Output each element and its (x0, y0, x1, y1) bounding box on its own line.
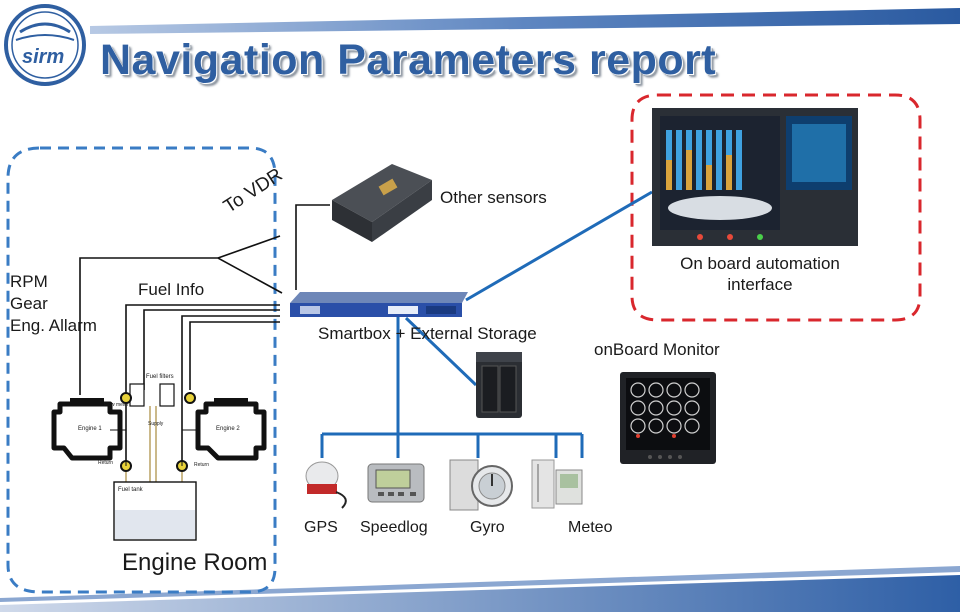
engine-room-title: Engine Room (122, 549, 268, 576)
engine1-icon (51, 398, 123, 461)
speedlog-device (367, 463, 425, 503)
engine2-label: Engine 2 (216, 426, 240, 432)
rpm-label: RPM (10, 272, 48, 291)
flow-meter-label: Flow meter (104, 402, 129, 408)
engine-wires (79, 204, 330, 465)
automation-interface-image (652, 108, 858, 246)
automation-boundary (630, 93, 922, 322)
other-sensors-device (332, 164, 432, 242)
engine1-label: Engine 1 (78, 426, 102, 432)
supply-label: Supply (148, 421, 164, 427)
engine-room-boundary (6, 146, 277, 594)
logo-text: sirm (22, 46, 65, 68)
meteo-label: Meteo (568, 519, 613, 536)
data-connectors (320, 190, 653, 458)
fuel-info-label: Fuel Info (138, 280, 205, 299)
gyro-device (449, 459, 513, 511)
smartbox-label: Smartbox + External Storage (318, 324, 537, 343)
onboard-monitor-device (620, 372, 716, 464)
onboard-monitor-label: onBoard Monitor (594, 340, 720, 359)
smartbox-device (290, 292, 468, 317)
external-storage-device (476, 352, 522, 418)
gear-label: Gear (10, 294, 48, 313)
return-right-label: Return (194, 462, 210, 468)
footer-band (0, 575, 960, 612)
fuel-filters-label: Fuel filters (146, 374, 174, 380)
gps-antenna (305, 461, 347, 509)
eng-allarm-label: Eng. Allarm (10, 316, 97, 335)
gyro-label: Gyro (470, 519, 505, 536)
header-band (90, 8, 960, 34)
fuel-tank-label: Fuel tank (118, 487, 143, 493)
automation-label: On board automation interface (680, 254, 840, 294)
meteo-device (531, 459, 583, 509)
engine2-icon (195, 398, 267, 461)
return-left-label: Return (98, 460, 114, 466)
other-sensors-label: Other sensors (440, 188, 547, 207)
speedlog-label: Speedlog (360, 519, 428, 536)
gps-label: GPS (304, 519, 338, 536)
page-title: Navigation Parameters report (100, 36, 717, 84)
engine-room-schematic (51, 383, 267, 541)
sirm-logo (4, 4, 86, 86)
